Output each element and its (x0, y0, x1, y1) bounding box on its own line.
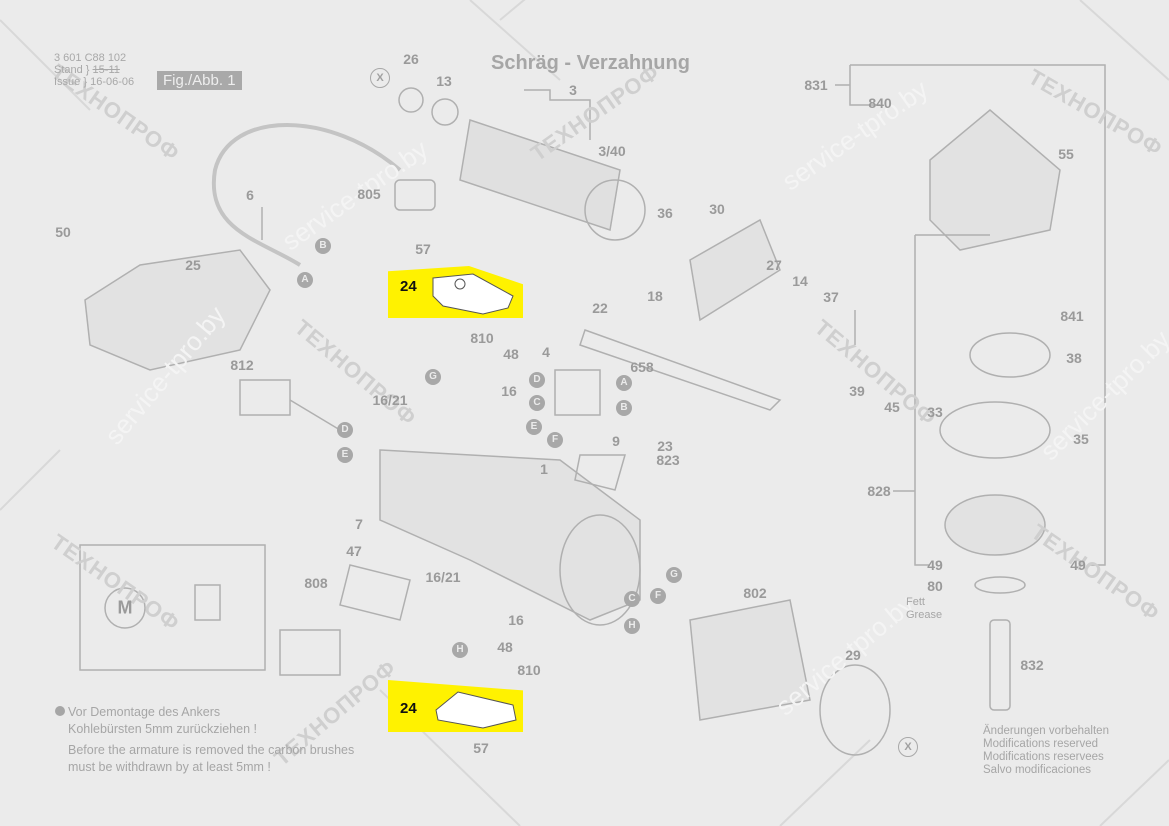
part-label: 25 (185, 257, 201, 273)
part-label: 832 (1020, 657, 1044, 673)
part-label: 808 (304, 575, 328, 591)
part-label: 48 (503, 346, 519, 362)
armature-removal-note: Vor Demontage des Ankers Kohlebürsten 5m… (55, 704, 354, 776)
part-label: 47 (346, 543, 362, 559)
connector-marker: F (547, 432, 563, 448)
stand-value: 15-11 (92, 64, 120, 76)
part-label: 828 (867, 483, 891, 499)
note-de-line1: Vor Demontage des Ankers (68, 705, 221, 719)
part-label: 57 (415, 241, 431, 257)
stand-label: Stand (54, 64, 83, 76)
part-label: 7 (355, 516, 363, 532)
part-label: 35 (1073, 431, 1089, 447)
part-label: 3 (569, 82, 577, 98)
part-number: 24 (400, 278, 417, 295)
connector-marker: C (529, 395, 545, 411)
part-label: 16 (508, 612, 524, 628)
part-label: 23 (657, 438, 673, 454)
part-label: 16 (501, 383, 517, 399)
part-label: 30 (709, 201, 725, 217)
brush-cover-icon (435, 691, 517, 729)
part-label: 16/21 (425, 569, 461, 585)
part-label: 812 (230, 357, 254, 373)
part-label: 13 (436, 73, 452, 89)
connector-marker: A (297, 272, 313, 288)
part-label: 36 (657, 205, 673, 221)
part-label: 57 (473, 740, 489, 756)
diagram-title: Schräg - Verzahnung (491, 52, 690, 74)
part-label: 841 (1060, 308, 1084, 324)
connector-marker: D (529, 372, 545, 388)
modifications-notice: Änderungen vorbehalten Modifications res… (983, 725, 1109, 777)
figure-label: Fig./Abb. 1 (157, 71, 242, 90)
connector-marker: F (650, 588, 666, 604)
grease-en: Grease (906, 609, 943, 621)
part-label: 823 (656, 452, 680, 468)
brush-cover-icon (432, 273, 514, 315)
document-header: 3 601 C88 102 Stand } 15-11 Issue } 16-0… (54, 52, 135, 88)
part-label: 45 (884, 399, 900, 415)
issue-label: Issue (54, 76, 81, 88)
part-label: 29 (845, 647, 861, 663)
modifications-en: Modifications reserved (983, 738, 1099, 750)
note-en-line2: must be withdrawn by at least 5mm ! (68, 760, 271, 774)
note-de-line2: Kohlebürsten 5mm zurückziehen ! (68, 722, 257, 736)
issue-value: 16-06-06 (90, 76, 135, 88)
part-label: 9 (612, 433, 620, 449)
part-label: 14 (792, 273, 808, 289)
connector-marker: A (616, 375, 632, 391)
part-label: 802 (743, 585, 767, 601)
part-label: 6 (246, 187, 254, 203)
grease-de: Fett (906, 596, 925, 608)
modifications-de: Änderungen vorbehalten (983, 725, 1109, 737)
part-label: 55 (1058, 146, 1074, 162)
part-label: 18 (647, 288, 663, 304)
part-label: 1 (540, 461, 548, 477)
part-label: 50 (55, 224, 71, 240)
connector-marker: X (370, 68, 390, 88)
part-number: 24 (400, 700, 417, 717)
note-en-line1: Before the armature is removed the carbo… (68, 743, 355, 757)
part-label: 80 (927, 578, 943, 594)
grease-note: Fett Grease (906, 596, 942, 622)
part-label: 840 (868, 95, 892, 111)
part-label: 49 (927, 557, 943, 573)
part-label: 658 (630, 359, 654, 375)
highlighted-part-24-bottom[interactable]: 24 (388, 680, 523, 732)
connector-marker: B (616, 400, 632, 416)
modifications-fr: Modifications reservees (983, 751, 1104, 763)
part-label: 810 (470, 330, 494, 346)
connector-marker: H (452, 642, 468, 658)
part-label: 3/40 (598, 143, 626, 159)
part-label: 27 (766, 257, 782, 273)
connector-marker: G (425, 369, 441, 385)
motor-symbol: M (117, 597, 133, 618)
doc-number: 3 601 C88 102 (54, 52, 127, 64)
connector-marker: X (898, 737, 918, 757)
highlighted-part-24-top[interactable]: 24 (388, 266, 523, 318)
modifications-es: Salvo modificaciones (983, 764, 1092, 776)
part-label: 4 (542, 344, 550, 360)
part-label: 33 (927, 404, 943, 420)
part-label: 16/21 (372, 392, 408, 408)
part-label: 48 (497, 639, 513, 655)
connector-marker: D (337, 422, 353, 438)
connector-marker: G (666, 567, 682, 583)
part-label: 49 (1070, 557, 1086, 573)
connector-marker: H (624, 618, 640, 634)
part-label: 39 (849, 383, 865, 399)
connector-marker: B (315, 238, 331, 254)
part-label: 805 (357, 186, 381, 202)
connector-marker: E (337, 447, 353, 463)
part-label: 810 (517, 662, 541, 678)
part-label: 831 (804, 77, 828, 93)
connector-marker: C (624, 591, 640, 607)
part-label: 22 (592, 300, 608, 316)
part-label: 37 (823, 289, 839, 305)
part-label: 38 (1066, 350, 1082, 366)
part-label: 26 (403, 51, 419, 67)
bullet-icon (55, 706, 65, 716)
connector-marker: E (526, 419, 542, 435)
